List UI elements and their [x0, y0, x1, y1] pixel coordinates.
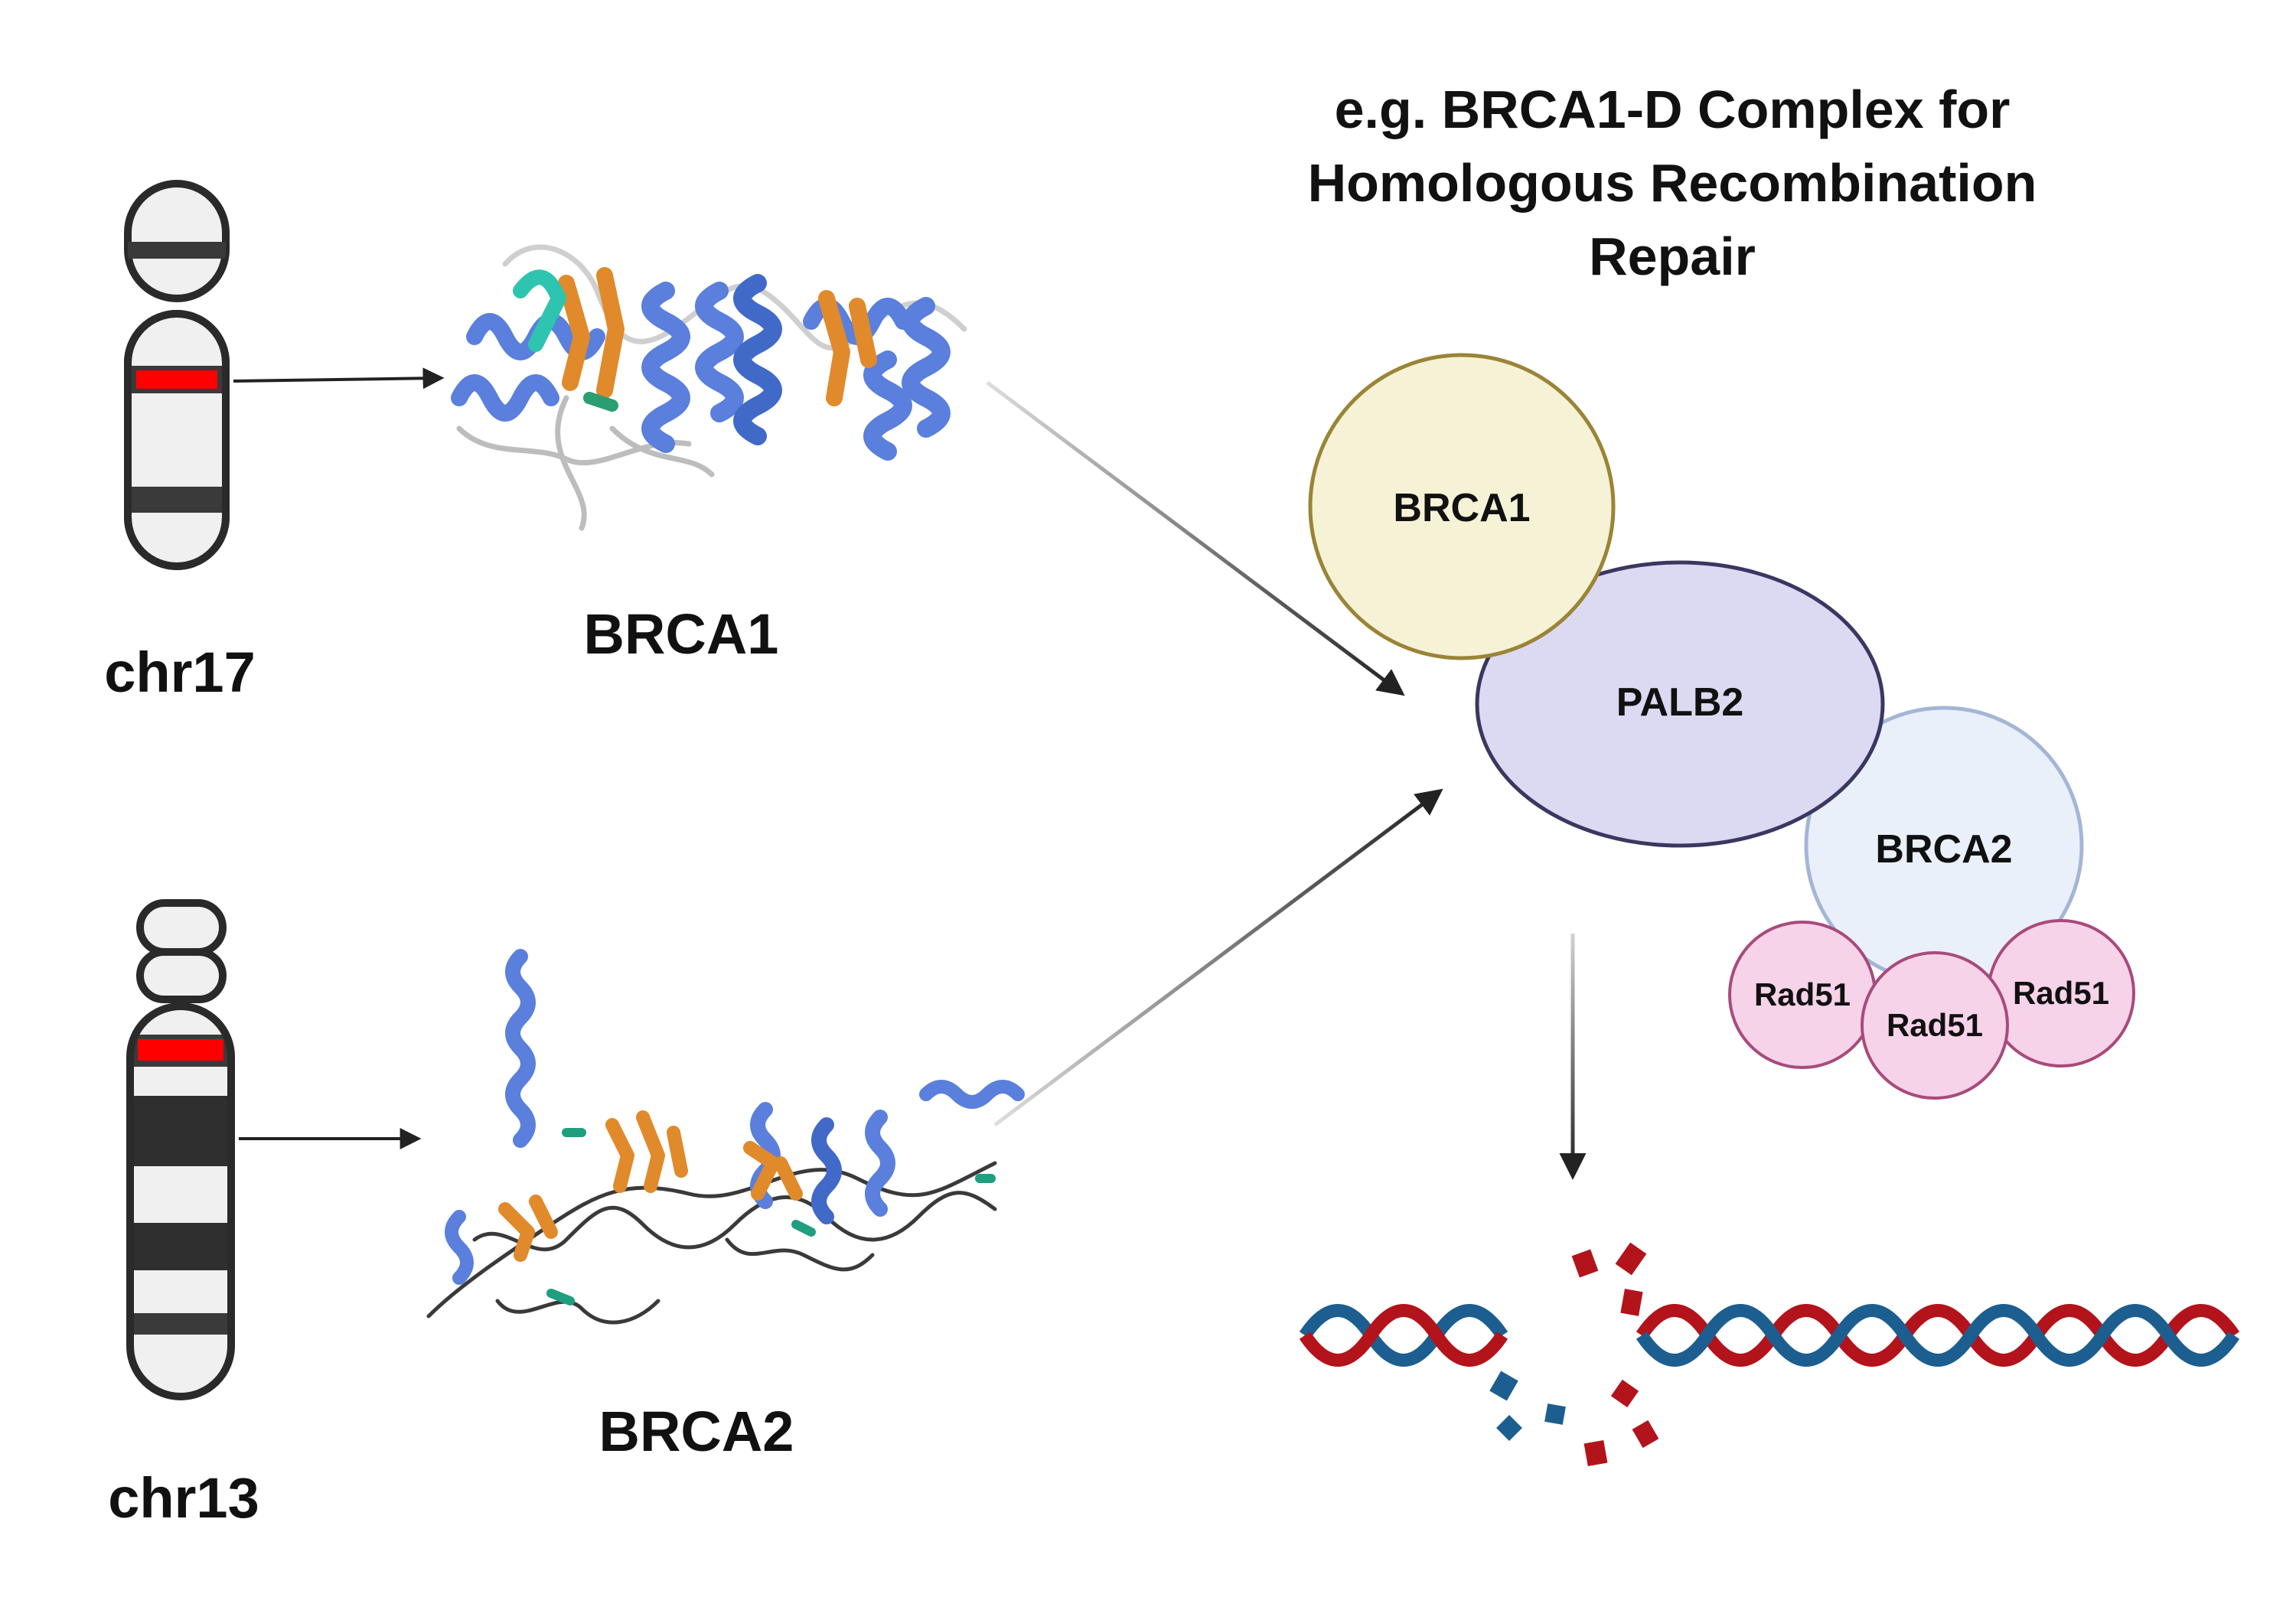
brca2-structure [426, 949, 1025, 1325]
rad51-circle-middle [1861, 951, 2009, 1100]
complex-cluster [1308, 353, 2135, 1100]
brca2-protein-label: BRCA2 [598, 1400, 794, 1463]
broken-dna-helix [1299, 1242, 2240, 1467]
chr17-chromosome [124, 180, 230, 570]
chr17-marked-band [136, 370, 217, 389]
complex-palb2-label: PALB2 [1616, 680, 1744, 725]
chr13-label: chr13 [108, 1466, 259, 1530]
palb2-ellipse [1475, 560, 1885, 848]
rad51-label-right: Rad51 [2012, 975, 2110, 1011]
rad51-label-middle: Rad51 [1886, 1007, 1984, 1043]
rad51-label-left: Rad51 [1753, 976, 1851, 1012]
arrow-brca2-to-complex [993, 788, 1443, 1126]
title-line-3: Repair [1589, 227, 1756, 286]
title-line-2: Homologous Recombination [1307, 153, 2037, 213]
title-line-1: e.g. BRCA1-D Complex for [1334, 80, 2011, 139]
arrow-brca1-to-complex [986, 381, 1405, 696]
brca1-protein-label: BRCA1 [583, 602, 779, 666]
diagram-title: e.g. BRCA1-D Complex for Homologous Reco… [1194, 73, 2151, 293]
chr13-chromosome [126, 899, 235, 1400]
arrow-chr17-to-brca1 [233, 367, 445, 390]
brca1-structure [451, 244, 967, 531]
brca1-circle [1308, 353, 1616, 660]
complex-brca1-label: BRCA1 [1393, 486, 1531, 530]
complex-brca2-label: BRCA2 [1875, 827, 2013, 872]
chr13-marked-band [138, 1039, 223, 1061]
chr17-label: chr17 [104, 641, 256, 704]
